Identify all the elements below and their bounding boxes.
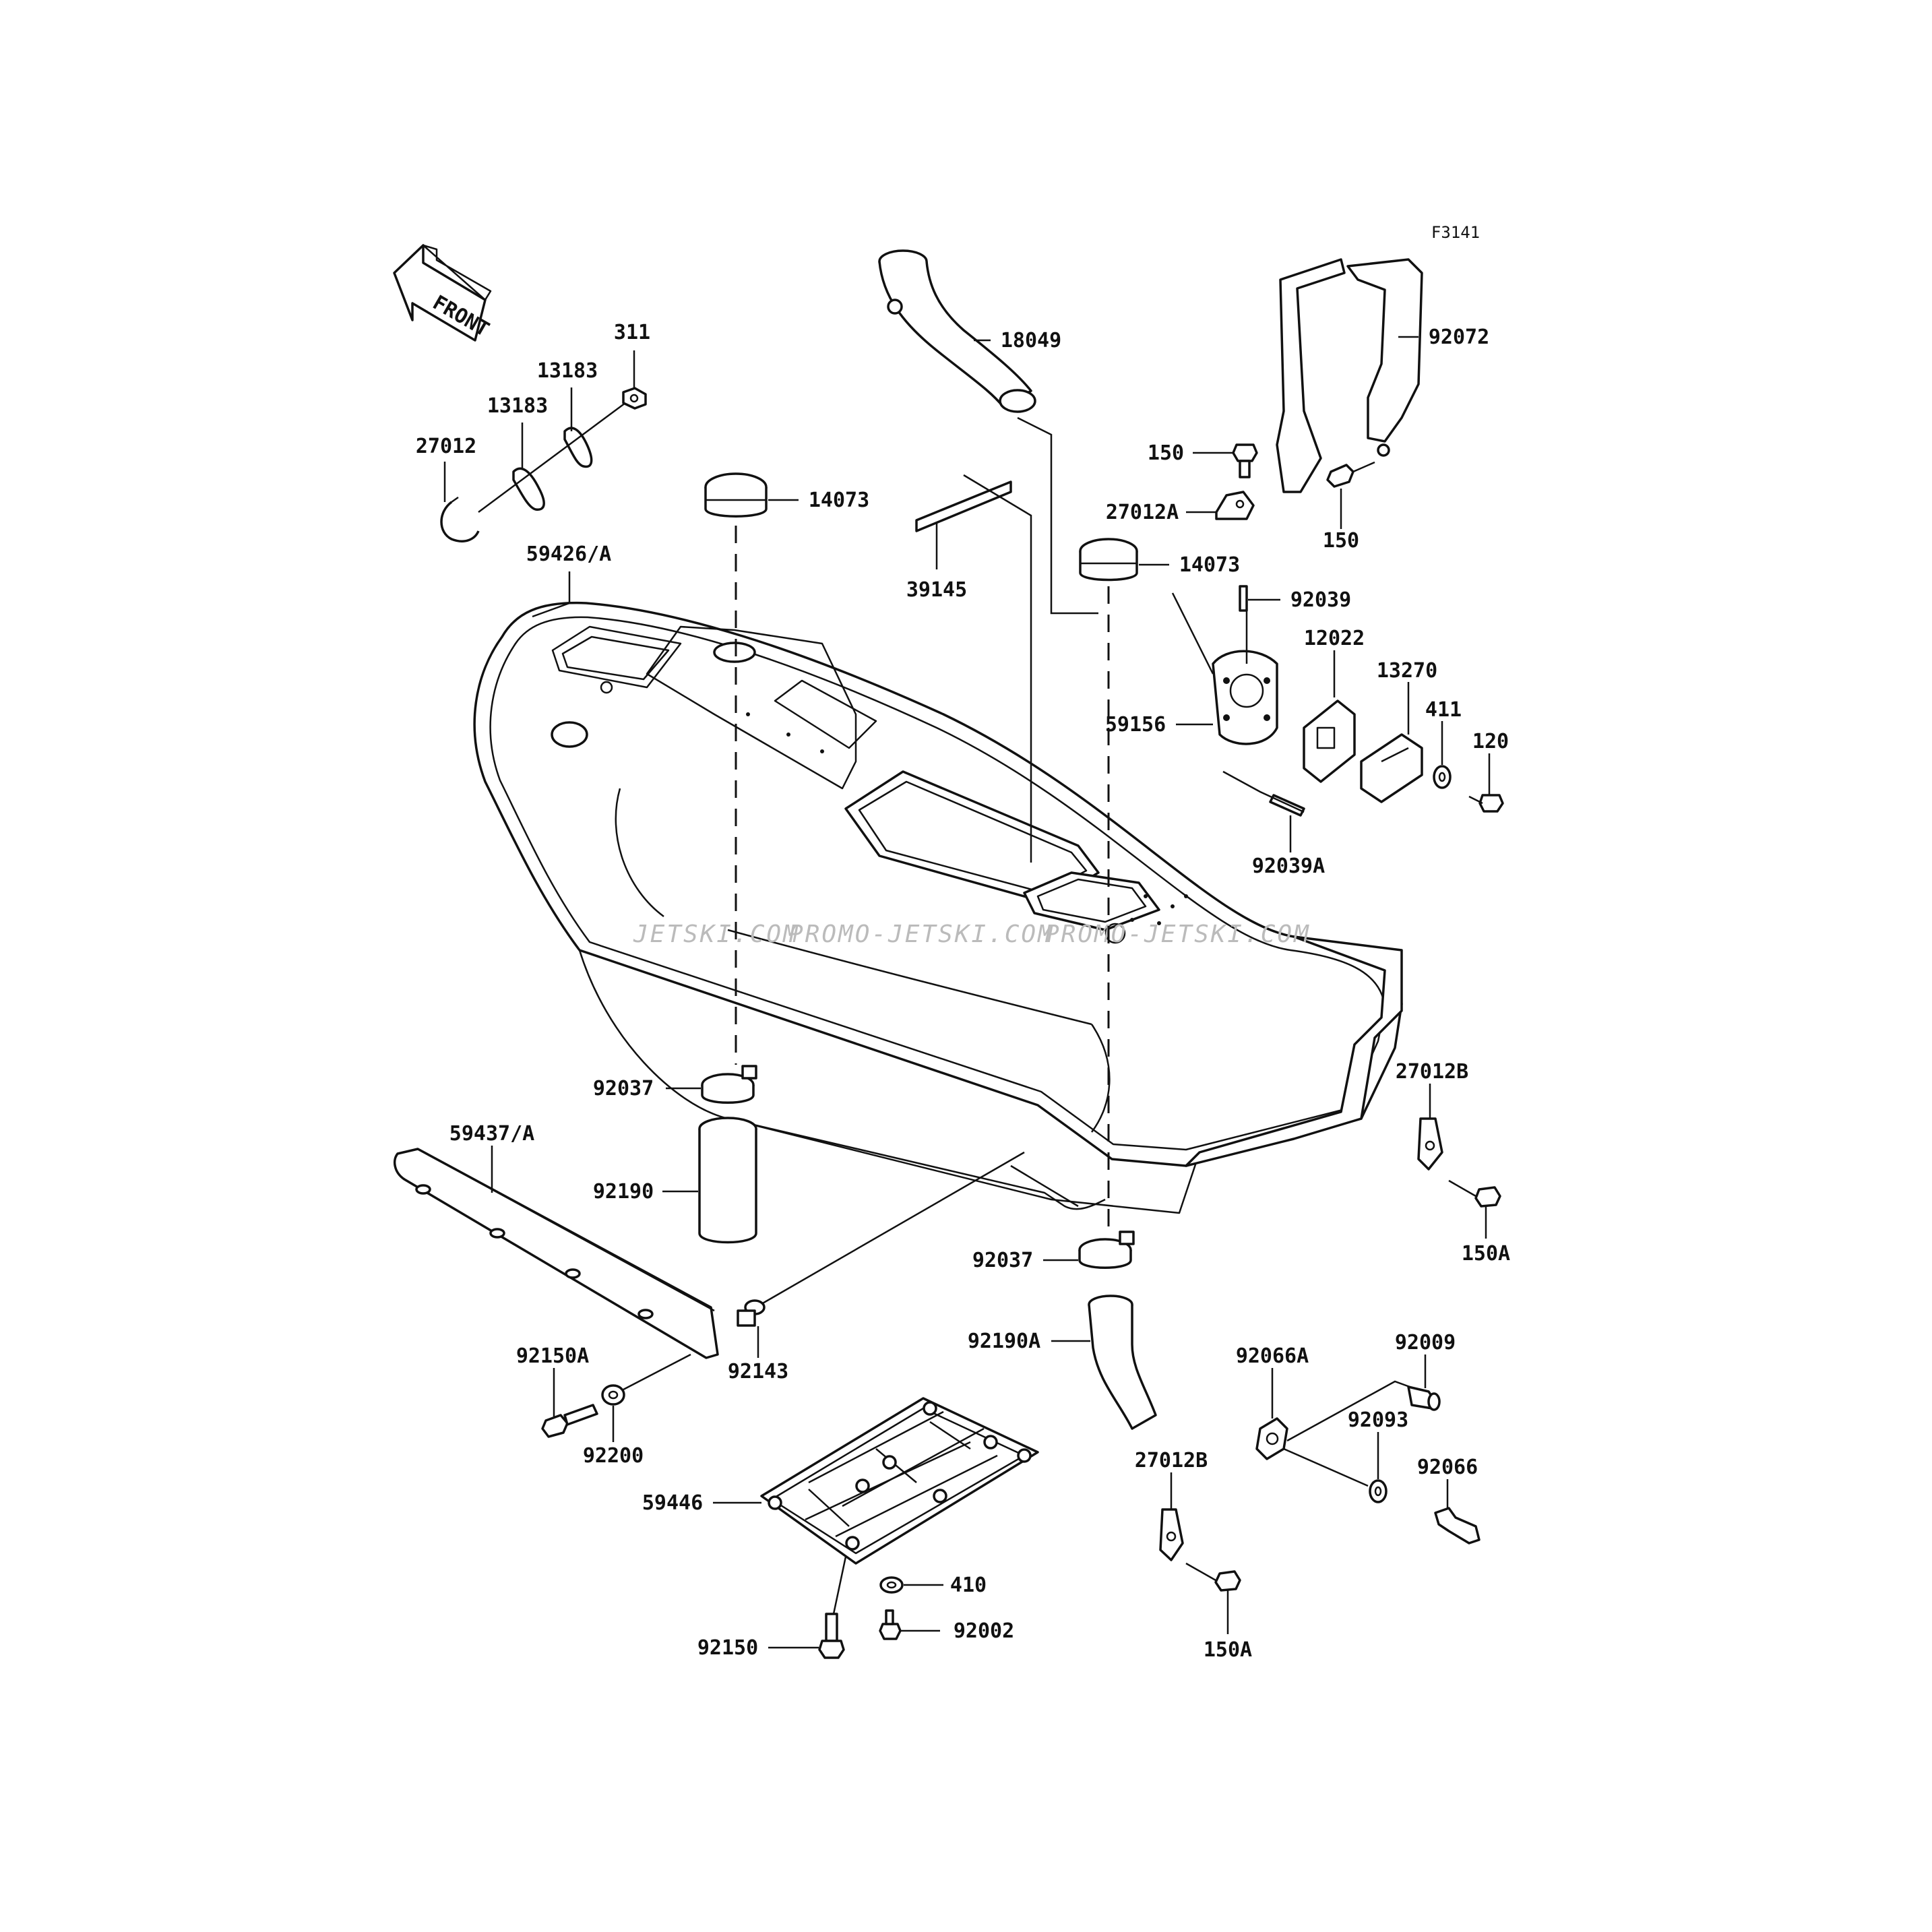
bolt-150-b	[1326, 461, 1375, 488]
washer-92093	[1369, 1479, 1388, 1503]
hose-92190a	[1088, 1295, 1157, 1430]
label-18049: 18049	[1001, 329, 1061, 352]
label-311: 311	[614, 321, 650, 344]
label-27012: 27012	[416, 435, 476, 458]
label-39145: 39145	[906, 578, 967, 602]
label-14073-b: 14073	[1179, 553, 1240, 577]
bolt-150a-b	[1185, 1562, 1241, 1592]
label-92037-b: 92037	[972, 1249, 1033, 1272]
washer-411	[1433, 765, 1452, 789]
washer-92200	[601, 1384, 625, 1406]
bracket-27012b-a	[1417, 1117, 1443, 1171]
label-92190a: 92190A	[968, 1330, 1040, 1353]
label-59446: 59446	[642, 1491, 703, 1515]
screw-92009	[1407, 1385, 1441, 1411]
label-92009: 92009	[1395, 1331, 1456, 1354]
label-59437: 59437/A	[449, 1122, 534, 1146]
plate-12022	[1303, 699, 1356, 783]
label-92037-a: 92037	[593, 1077, 654, 1100]
nut-311	[622, 387, 647, 410]
label-12022: 12022	[1304, 627, 1365, 650]
skid-plate-59446	[760, 1397, 1039, 1565]
label-410: 410	[950, 1573, 987, 1597]
clamp-92037-b	[1078, 1230, 1135, 1269]
label-92039: 92039	[1290, 588, 1351, 612]
label-92150a: 92150A	[516, 1344, 589, 1368]
plate-59156	[1212, 650, 1278, 745]
pin-92143	[737, 1299, 766, 1327]
label-13183-a: 13183	[537, 359, 598, 383]
bracket-27012b-b	[1159, 1508, 1184, 1561]
label-59156: 59156	[1105, 713, 1166, 737]
screw-92002	[879, 1609, 902, 1640]
u-bolt-27012	[440, 496, 480, 542]
block-13270	[1360, 733, 1423, 803]
label-59426: 59426/A	[526, 542, 611, 566]
label-411: 411	[1425, 698, 1462, 722]
label-92066a: 92066A	[1236, 1344, 1309, 1368]
label-92150: 92150	[697, 1636, 758, 1660]
figure-code: F3141	[1431, 223, 1480, 242]
label-150-a: 150	[1148, 441, 1184, 465]
cap-14073-b	[1079, 538, 1138, 582]
watermark-2: PROMO-JETSKI.COM	[788, 921, 1055, 948]
label-92143: 92143	[728, 1360, 788, 1383]
duct-18049	[878, 249, 1036, 413]
bracket-92072	[1276, 258, 1423, 493]
leader-lines	[443, 336, 1491, 1649]
hose-92190	[698, 1117, 757, 1244]
plate-13183-b	[563, 427, 593, 468]
label-92190: 92190	[593, 1180, 654, 1204]
label-14073-a: 14073	[809, 489, 869, 512]
hull-deck-59426	[473, 601, 1403, 1214]
bolt-150-a	[1232, 443, 1258, 478]
rail-59437	[393, 1148, 719, 1359]
bolt-92150	[818, 1613, 845, 1659]
front-arrow-icon: FRONT	[393, 244, 493, 342]
bolt-92150a	[541, 1404, 598, 1438]
label-150-b: 150	[1323, 529, 1359, 553]
label-150a-a: 150A	[1462, 1242, 1510, 1266]
label-13183-b: 13183	[487, 394, 548, 418]
watermark-1: JETSKI.COM	[633, 921, 800, 948]
bolt-150a-a	[1448, 1179, 1501, 1208]
pin-92039	[1239, 585, 1248, 612]
label-92039a: 92039A	[1252, 854, 1325, 878]
plate-13183-a	[512, 467, 545, 511]
bolt-92066	[1434, 1507, 1481, 1545]
strip-39145	[915, 480, 1012, 532]
label-92093: 92093	[1348, 1408, 1408, 1432]
bracket-27012a	[1215, 491, 1255, 520]
label-92002: 92002	[954, 1619, 1014, 1643]
label-120: 120	[1472, 730, 1509, 753]
bolt-120	[1468, 794, 1504, 813]
clamp-92037-a	[701, 1065, 757, 1104]
cap-14073-a	[704, 472, 768, 518]
washer-410	[879, 1576, 904, 1594]
label-92072: 92072	[1429, 325, 1489, 349]
label-27012b-a: 27012B	[1396, 1060, 1468, 1084]
watermark-3: PROMO-JETSKI.COM	[1045, 921, 1311, 948]
label-27012a: 27012A	[1106, 501, 1179, 524]
fitting-92066a	[1255, 1417, 1288, 1460]
label-13270: 13270	[1377, 659, 1437, 683]
label-92066: 92066	[1417, 1456, 1478, 1479]
label-27012b-b: 27012B	[1135, 1449, 1208, 1472]
label-150a-b: 150A	[1204, 1638, 1252, 1662]
label-92200: 92200	[583, 1444, 644, 1468]
